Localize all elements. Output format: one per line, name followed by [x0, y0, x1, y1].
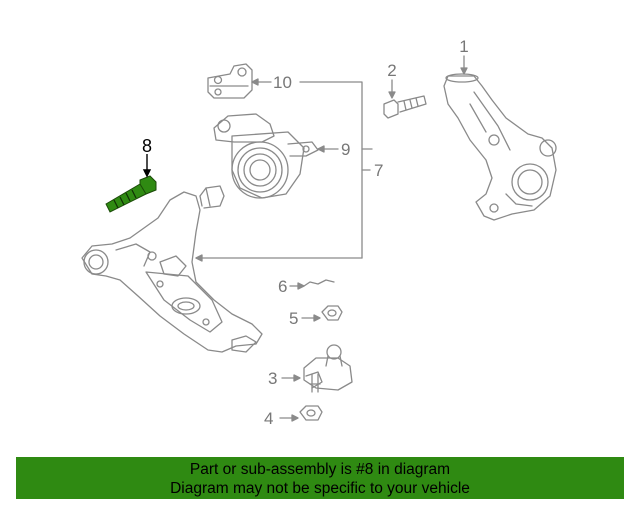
parts-diagram: 1 2 3 4 5 6 7 8 9 10 [81, 37, 557, 428]
part-9-bushing [213, 113, 319, 199]
callout-line-6 [289, 282, 305, 290]
part-6-clip [303, 279, 335, 287]
callout-label-9: 9 [341, 140, 350, 159]
part-2-bolt [383, 95, 427, 119]
callout-label-5: 5 [289, 309, 298, 328]
callout-line-9 [317, 145, 373, 153]
part-5-nut [321, 305, 343, 321]
callout-label-2: 2 [387, 61, 396, 80]
notice-banner: Part or sub-assembly is #8 in diagram Di… [16, 457, 624, 499]
callout-line-7 [195, 169, 371, 262]
callout-line-5 [301, 314, 321, 322]
callout-label-4: 4 [264, 409, 273, 428]
callout-line-4 [279, 414, 299, 422]
callout-line-10 [251, 78, 363, 259]
callout-label-10: 10 [273, 73, 292, 92]
callout-line-3 [281, 374, 301, 382]
part-8-bolt-highlighted [105, 175, 157, 213]
callout-line-1 [460, 55, 468, 75]
notice-line-disclaimer: Diagram may not be specific to your vehi… [170, 480, 470, 497]
notice-line-part: Part or sub-assembly is #8 in diagram [189, 461, 451, 478]
part-3-ball-joint [303, 344, 353, 393]
callout-label-1: 1 [459, 37, 468, 56]
callout-label-6: 6 [278, 277, 287, 296]
part-1-knuckle [443, 73, 557, 221]
callout-label-7: 7 [374, 161, 383, 180]
callout-label-3: 3 [268, 369, 277, 388]
part-10-bracket [207, 63, 253, 99]
part-7-control-arm [81, 185, 263, 353]
callout-line-2 [388, 79, 396, 99]
callout-line-8 [142, 154, 152, 178]
callout-label-8: 8 [142, 136, 152, 156]
part-4-nut [299, 405, 323, 421]
